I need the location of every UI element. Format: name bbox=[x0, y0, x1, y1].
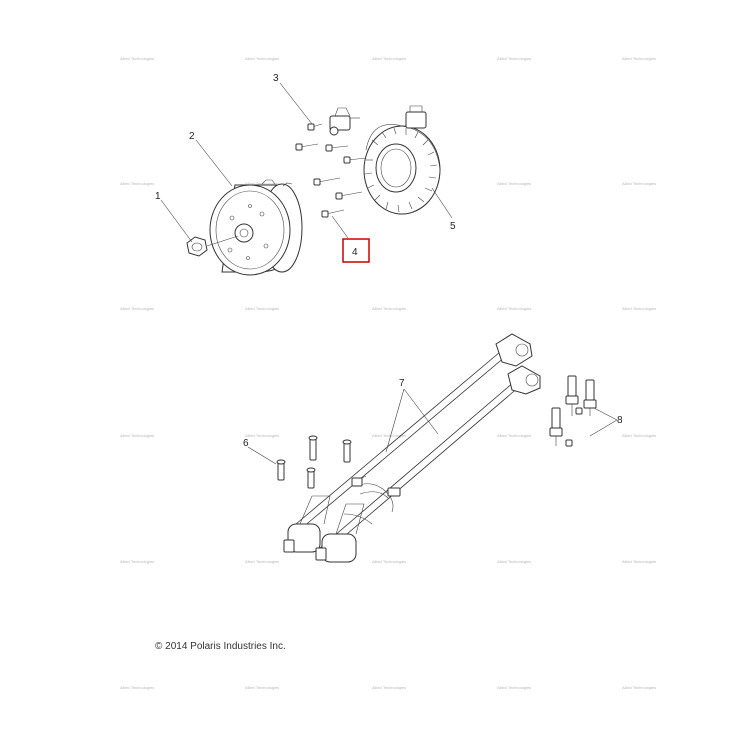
watermark-text: Allied Technologies bbox=[372, 56, 406, 61]
ignition-leads[interactable] bbox=[295, 333, 541, 553]
watermark-text: Allied Technologies bbox=[120, 181, 154, 186]
callout-7[interactable]: 7 bbox=[399, 378, 405, 389]
callout-1[interactable]: 1 bbox=[155, 191, 161, 202]
watermark-text: Allied Technologies bbox=[120, 433, 154, 438]
watermark-text: Allied Technologies bbox=[622, 433, 656, 438]
watermark-text: Allied Technologies bbox=[372, 559, 406, 564]
watermark-text: Allied Technologies bbox=[622, 56, 656, 61]
watermark-text: Allied Technologies bbox=[497, 559, 531, 564]
pickup-sensor[interactable] bbox=[329, 107, 360, 136]
watermark-text: Allied Technologies bbox=[120, 306, 154, 311]
stator-bolts[interactable] bbox=[295, 123, 367, 218]
watermark-text: Allied Technologies bbox=[497, 306, 531, 311]
copyright-notice: © 2014 Polaris Industries Inc. bbox=[155, 641, 286, 652]
spark-plugs[interactable] bbox=[549, 375, 597, 447]
watermark-text: Allied Technologies bbox=[497, 685, 531, 690]
coil-bolts[interactable] bbox=[276, 435, 352, 489]
watermark-text: Allied Technologies bbox=[245, 559, 279, 564]
watermark-text: Allied Technologies bbox=[372, 433, 406, 438]
watermark-text: Allied Technologies bbox=[372, 306, 406, 311]
callout-4[interactable]: 4 bbox=[352, 247, 358, 258]
watermark-text: Allied Technologies bbox=[622, 559, 656, 564]
callout-4-highlight bbox=[342, 238, 370, 263]
watermark-text: Allied Technologies bbox=[245, 685, 279, 690]
callout-3[interactable]: 3 bbox=[273, 73, 279, 84]
watermark-text: Allied Technologies bbox=[622, 306, 656, 311]
watermark-text: Allied Technologies bbox=[622, 685, 656, 690]
watermark-text: Allied Technologies bbox=[245, 306, 279, 311]
watermark-text: Allied Technologies bbox=[497, 433, 531, 438]
callout-2[interactable]: 2 bbox=[189, 131, 195, 142]
callout-8[interactable]: 8 bbox=[617, 415, 623, 426]
watermark-text: Allied Technologies bbox=[622, 181, 656, 186]
stator[interactable] bbox=[363, 105, 441, 215]
callout-5[interactable]: 5 bbox=[450, 221, 456, 232]
watermark-text: Allied Technologies bbox=[120, 685, 154, 690]
watermark-text: Allied Technologies bbox=[245, 433, 279, 438]
watermark-text: Allied Technologies bbox=[120, 559, 154, 564]
ignition-coils[interactable] bbox=[283, 475, 401, 563]
watermark-text: Allied Technologies bbox=[372, 685, 406, 690]
watermark-text: Allied Technologies bbox=[497, 56, 531, 61]
leader-lines bbox=[160, 82, 618, 465]
watermark-text: Allied Technologies bbox=[497, 181, 531, 186]
callout-6[interactable]: 6 bbox=[243, 438, 249, 449]
watermark-text: Allied Technologies bbox=[245, 56, 279, 61]
flywheel[interactable] bbox=[209, 179, 303, 276]
watermark-text: Allied Technologies bbox=[120, 56, 154, 61]
